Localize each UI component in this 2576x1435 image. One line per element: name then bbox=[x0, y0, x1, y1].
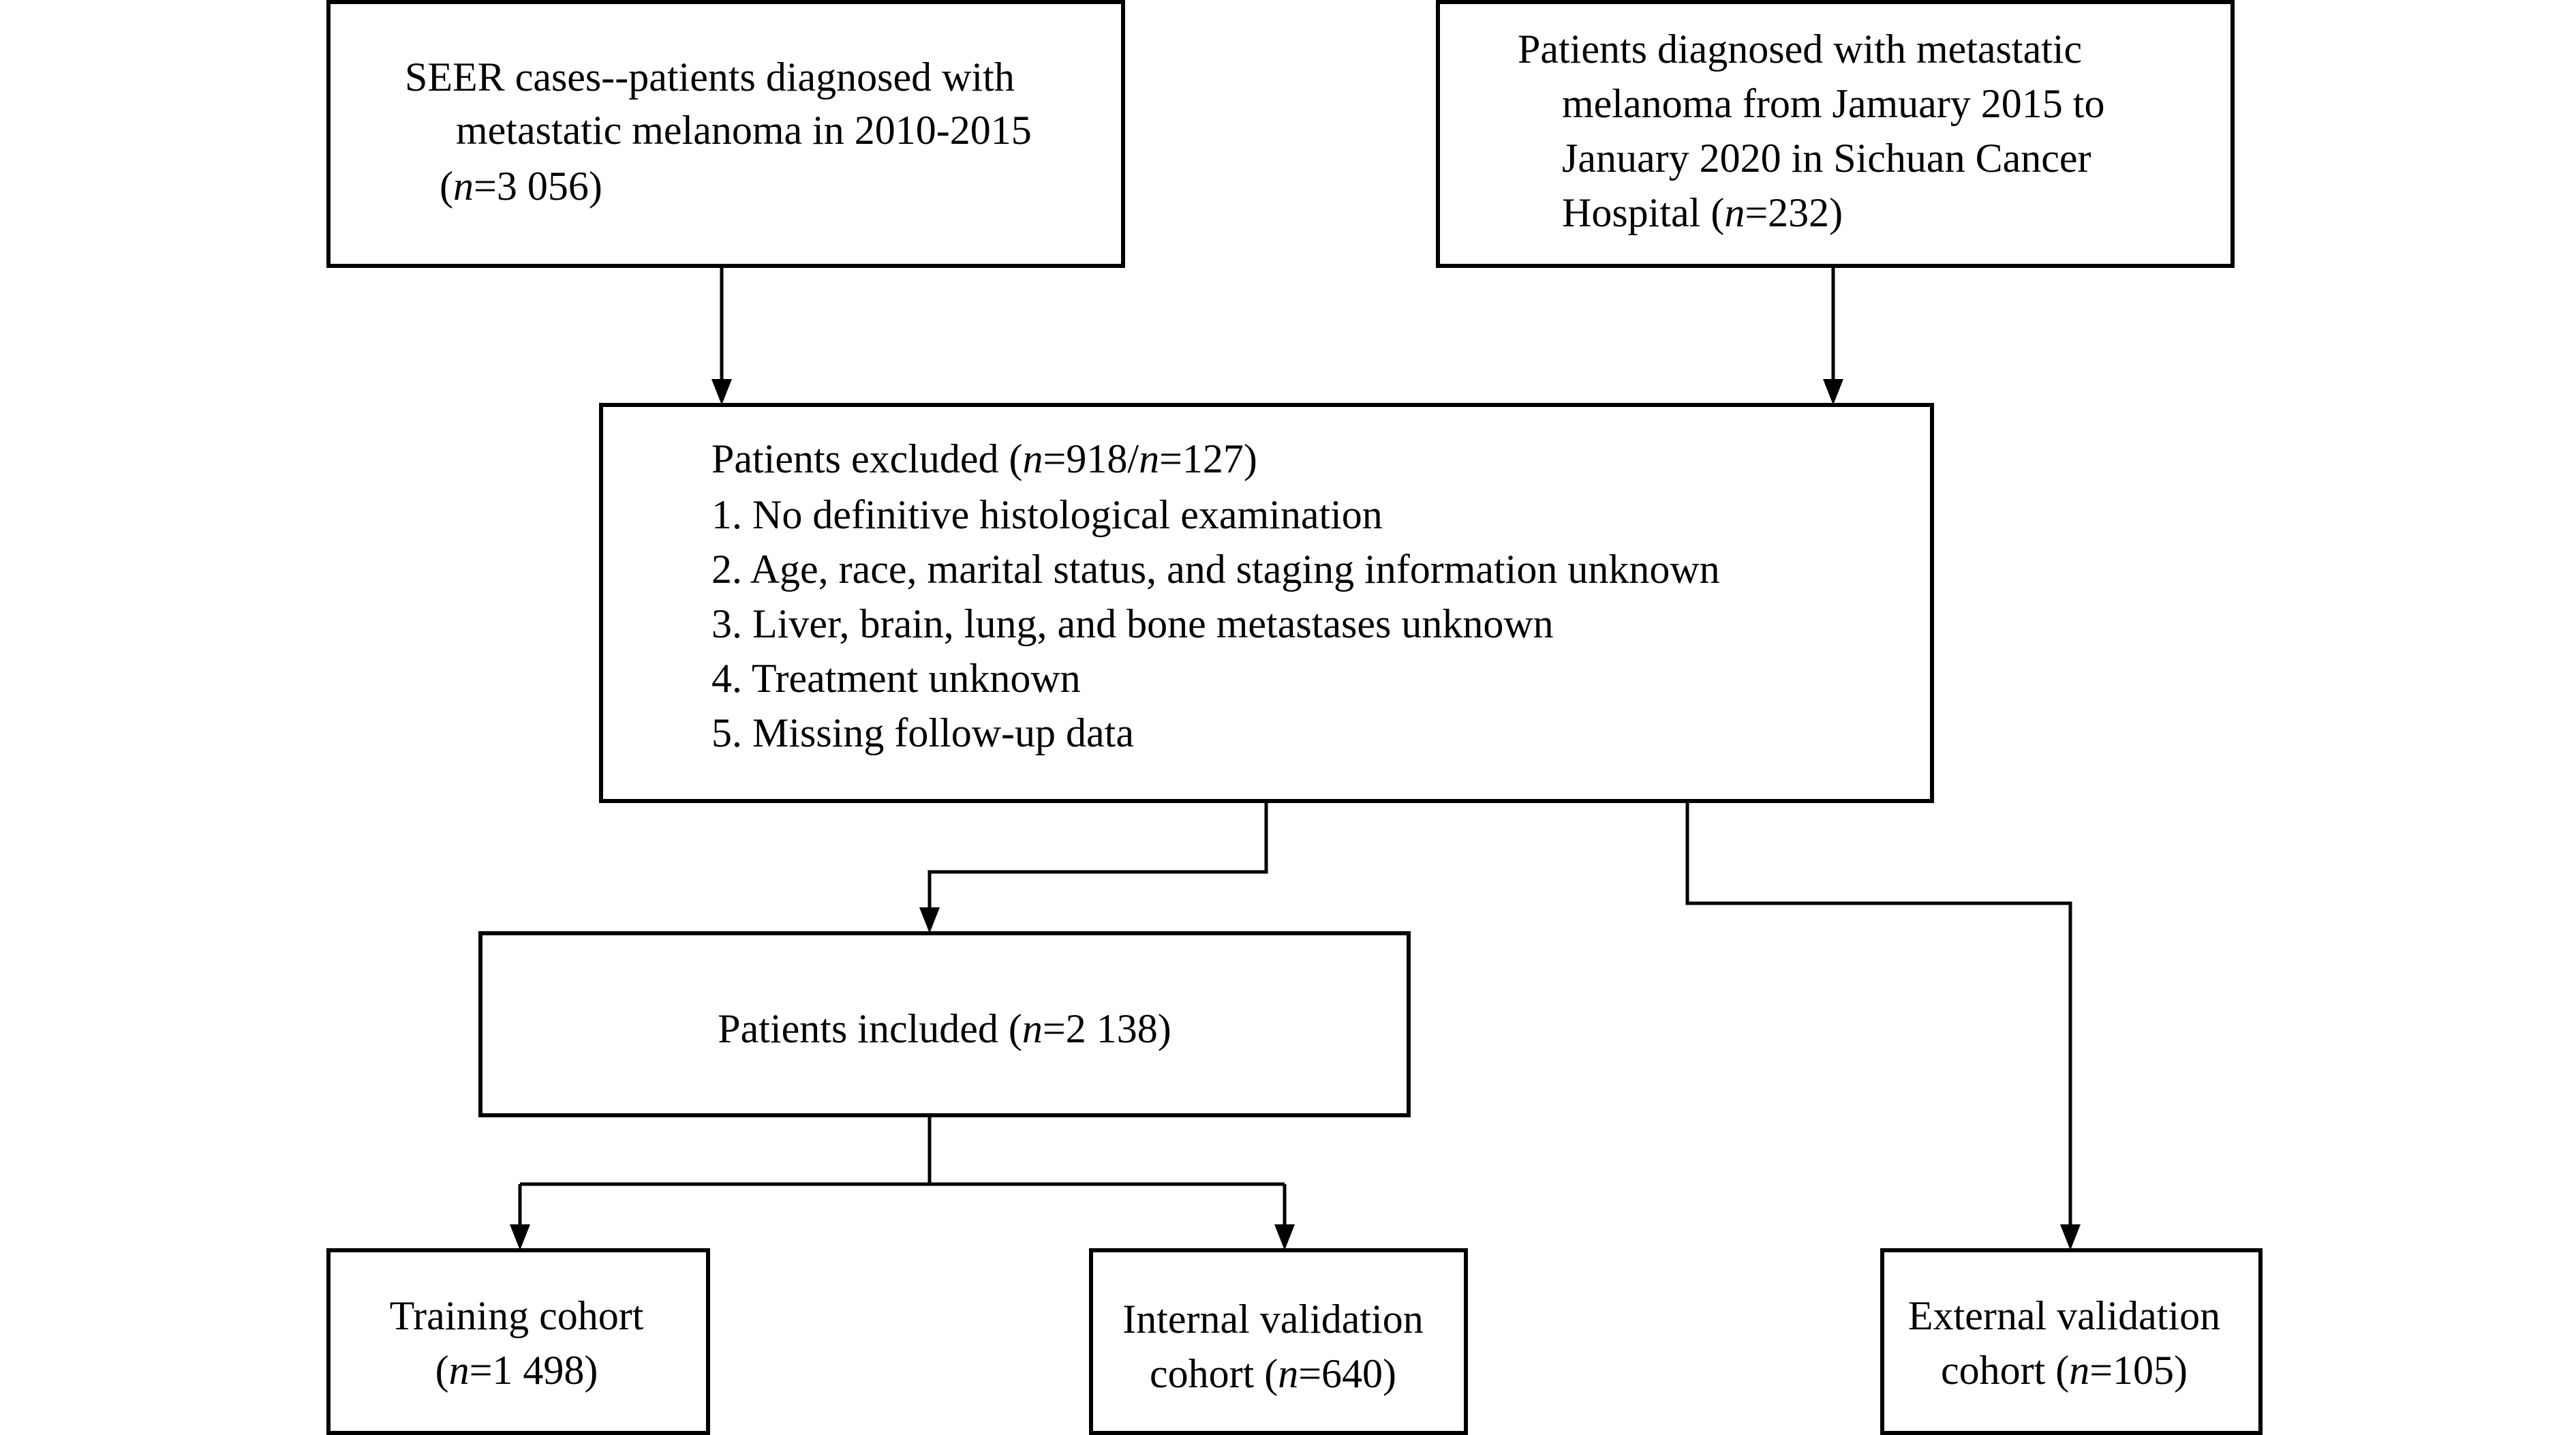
internal-line-1: Internal validation bbox=[1122, 1297, 1424, 1342]
training-line-1: Training cohort bbox=[390, 1293, 644, 1338]
seer-line-3: (n=3 056) bbox=[440, 164, 602, 209]
arrowhead-icon bbox=[1823, 379, 1843, 405]
included-box: Patients included (n=2 138) bbox=[478, 931, 1411, 1117]
sichuan-line-3: January 2020 in Sichuan Cancer bbox=[1562, 136, 2091, 181]
arrowhead-icon bbox=[919, 907, 940, 933]
exclusion-criterion: 4. Treatment unknown bbox=[711, 656, 1081, 701]
internal-line-2: cohort (n=640) bbox=[1150, 1351, 1396, 1396]
exclusion-criterion: 3. Liver, brain, lung, and bone metastas… bbox=[711, 601, 1554, 646]
exclusion-criterion: 1. No definitive histological examinatio… bbox=[711, 492, 1383, 537]
seer-line-2: metastatic melanoma in 2010-2015 bbox=[456, 108, 1032, 153]
arrowhead-icon bbox=[510, 1224, 530, 1250]
sichuan-line-4: Hospital (n=232) bbox=[1562, 190, 1843, 235]
sichuan-line-1: Patients diagnosed with metastatic bbox=[1518, 27, 2082, 72]
training-line-2: (n=1 498) bbox=[435, 1348, 598, 1393]
seer-cases-box: SEER cases--patients diagnosed with meta… bbox=[326, 0, 1125, 268]
training-cohort-box: Training cohort (n=1 498) bbox=[326, 1248, 710, 1435]
external-line-1: External validation bbox=[1908, 1293, 2220, 1338]
arrow-excluded-to-external bbox=[1685, 801, 2072, 1227]
seer-line-1: SEER cases--patients diagnosed with bbox=[405, 55, 1015, 100]
arrowhead-icon bbox=[711, 379, 732, 405]
connectors bbox=[510, 266, 2081, 1250]
external-validation-box: External validation cohort (n=105) bbox=[1880, 1248, 2263, 1435]
included-label: Patients included (n=2 138) bbox=[718, 1006, 1171, 1051]
arrowhead-icon bbox=[2060, 1224, 2081, 1250]
arrowhead-icon bbox=[1274, 1224, 1295, 1250]
internal-validation-box: Internal validation cohort (n=640) bbox=[1089, 1248, 1468, 1435]
external-line-2: cohort (n=105) bbox=[1941, 1348, 2188, 1393]
arrow-included-split bbox=[518, 1115, 1287, 1227]
sichuan-line-2: melanoma from Jamuary 2015 to bbox=[1562, 81, 2104, 126]
exclusion-criterion: 5. Missing follow-up data bbox=[711, 710, 1134, 755]
exclusion-criterion: 2. Age, race, marital status, and stagin… bbox=[711, 547, 1720, 592]
arrow-excluded-to-included bbox=[927, 801, 1268, 910]
excluded-box: Patients excluded (n=918/n=127) 1. No de… bbox=[599, 403, 1934, 803]
sichuan-cases-box: Patients diagnosed with metastatic melan… bbox=[1436, 0, 2235, 268]
excluded-title: Patients excluded (n=918/n=127) bbox=[711, 436, 1257, 481]
